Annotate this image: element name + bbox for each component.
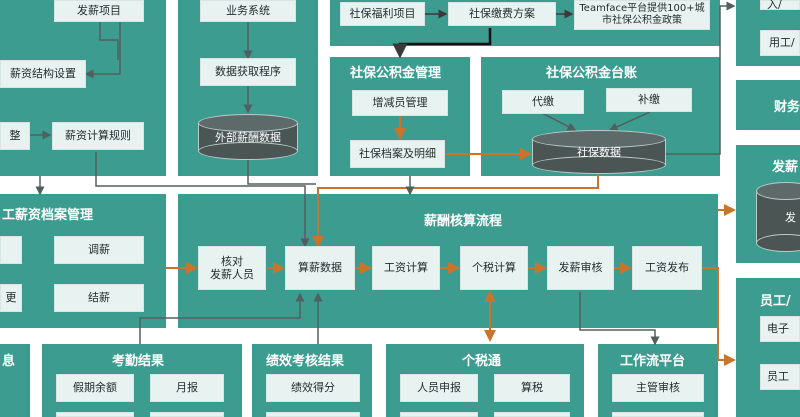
salary-adjust-box[interactable]: 调薪 (54, 236, 144, 264)
social-data-db-label: 社保数据 (577, 146, 621, 159)
tax-extra-2 (494, 412, 570, 417)
verify-staff-box[interactable]: 核对 发薪人员 (198, 246, 266, 290)
social-ledger-title: 社保公积金台账 (546, 66, 638, 81)
payout-right-title: 发薪 (772, 160, 799, 175)
salary-data-box[interactable]: 算薪数据 (285, 246, 355, 290)
attendance-extra-1 (56, 412, 134, 417)
manager-review-box[interactable]: 主管审核 (612, 374, 704, 402)
staff-change-box[interactable]: 增减员管理 (352, 90, 448, 116)
finance-title: 财务 (774, 100, 800, 115)
monthly-report-box[interactable]: 月报 (150, 374, 224, 402)
right-electronic-box[interactable]: 电子 (760, 316, 800, 342)
performance-extra (266, 412, 360, 417)
salary-process-title: 薪酬核算流程 (424, 214, 503, 229)
tax-service-title: 个税通 (462, 354, 502, 369)
performance-score-box[interactable]: 绩效得分 (266, 374, 360, 402)
social-benefit-item-box[interactable]: 社保福利项目 (340, 2, 425, 26)
change-box[interactable]: 更 (0, 284, 22, 312)
supplement-pay-box[interactable]: 补缴 (606, 88, 692, 112)
attendance-title: 考勤结果 (112, 354, 165, 369)
adjust-box[interactable]: 整 (0, 122, 30, 150)
social-payment-plan-box[interactable]: 社保缴费方案 (448, 2, 556, 26)
data-fetch-box[interactable]: 数据获取程序 (200, 58, 296, 86)
teamface-line-1: Teamface平台提供100+城 (579, 3, 705, 14)
staff-declare-box[interactable]: 人员申报 (400, 374, 478, 402)
info-title: 息 (2, 354, 16, 369)
proxy-pay-box[interactable]: 代缴 (502, 90, 584, 114)
teamface-policy-box[interactable]: Teamface平台提供100+城 市社保公积金政策 (574, 0, 710, 30)
external-salary-db-label: 外部薪酬数据 (215, 131, 281, 144)
salary-adjust-left-box[interactable] (0, 236, 22, 264)
right-entry-box[interactable]: 入/ (760, 0, 800, 11)
payout-db-icon: 发 (756, 182, 800, 252)
salary-archive-title: 工薪资档案管理 (2, 208, 94, 223)
leave-balance-box[interactable]: 假期余额 (56, 374, 134, 402)
tax-extra-1 (400, 412, 478, 417)
social-data-db-icon: 社保数据 (532, 130, 666, 174)
salary-rule-box[interactable]: 薪资计算规则 (52, 122, 144, 150)
attendance-extra-2 (150, 412, 224, 417)
settle-salary-box[interactable]: 结薪 (54, 284, 144, 312)
social-management-title: 社保公积金管理 (350, 66, 442, 81)
wage-calc-box[interactable]: 工资计算 (372, 246, 440, 290)
payout-db-label: 发 (785, 211, 796, 224)
salary-item-box[interactable]: 发薪项目 (54, 0, 144, 22)
panel-right-employee (736, 278, 800, 417)
tax-compute-box[interactable]: 算税 (494, 374, 570, 402)
external-salary-db-icon: 外部薪酬数据 (198, 114, 298, 160)
right-employment-box[interactable]: 用工/ (760, 30, 800, 56)
workflow-title: 工作流平台 (620, 354, 686, 369)
social-archive-box[interactable]: 社保档案及明细 (350, 140, 445, 168)
performance-title: 绩效考核结果 (266, 354, 345, 369)
business-system-box[interactable]: 业务系统 (200, 0, 296, 22)
verify-staff-line-2: 发薪人员 (210, 268, 254, 281)
verify-staff-line-1: 核对 (221, 254, 243, 268)
tax-calc-box[interactable]: 个税计算 (460, 246, 528, 290)
panel-right-finance (736, 80, 800, 130)
salary-structure-box[interactable]: 薪资结构设置 (0, 60, 86, 88)
wage-publish-box[interactable]: 工资发布 (632, 246, 702, 290)
payout-review-box[interactable]: 发薪审核 (547, 246, 614, 290)
right-staff-box[interactable]: 员工 (760, 364, 800, 390)
workflow-extra (612, 412, 704, 417)
teamface-line-2: 市社保公积金政策 (602, 15, 682, 26)
panel-info-left (0, 344, 30, 417)
employee-right-title: 员工/ (760, 294, 791, 309)
